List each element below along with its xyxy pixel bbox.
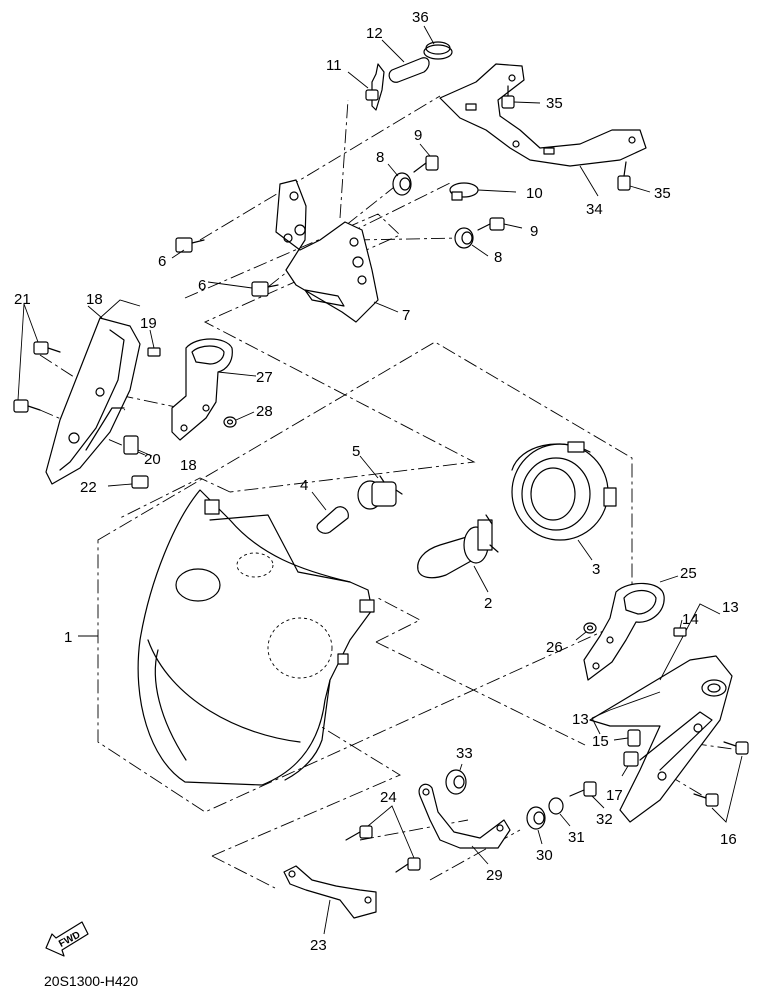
pad-part-20 (123, 435, 153, 457)
callout-10: 10 (526, 185, 543, 202)
callout-12: 12 (366, 25, 383, 42)
side-cover-part-13 (589, 603, 733, 823)
clip-part-22 (107, 475, 149, 489)
callout-14: 14 (682, 611, 699, 628)
callout-18a: 18 (86, 291, 103, 308)
bracket-part-23 (283, 865, 377, 935)
callout-8b: 8 (494, 249, 502, 266)
socket-part-5 (357, 455, 403, 510)
fwd-label: FWD (57, 930, 82, 950)
bolt-part-6 (171, 237, 279, 297)
collar-part-31 (548, 797, 571, 827)
callout-3: 3 (592, 561, 600, 578)
callout-17: 17 (606, 787, 623, 804)
clip-part-17 (621, 751, 639, 777)
callout-29: 29 (486, 867, 503, 884)
bulb-cover-part-3 (511, 441, 617, 561)
callout-1: 1 (64, 629, 72, 646)
pin-part-11 (347, 63, 385, 111)
stay-part-34 (439, 63, 647, 197)
washer-part-28 (223, 411, 255, 428)
fwd-arrow-icon: FWD (45, 921, 89, 957)
damper-part-12 (381, 39, 430, 83)
bolt-part-16 (693, 741, 749, 823)
callout-31: 31 (568, 829, 585, 846)
callout-15: 15 (592, 733, 609, 750)
nut-part-14 (673, 619, 687, 637)
callout-18b: 18 (180, 457, 197, 474)
callout-35a: 35 (546, 95, 563, 112)
callout-30: 30 (536, 847, 553, 864)
callout-6b: 6 (198, 277, 206, 294)
callout-13a: 13 (722, 599, 739, 616)
callout-28: 28 (256, 403, 273, 420)
clip-part-36 (423, 25, 453, 60)
callout-21: 21 (14, 291, 31, 308)
headlight-body-part-1 (137, 489, 375, 786)
callout-13b: 13 (572, 711, 589, 728)
screw-part-24 (345, 805, 421, 873)
callout-26: 26 (546, 639, 563, 656)
callout-34: 34 (586, 201, 603, 218)
bolt-part-35 (501, 85, 651, 193)
nut-part-19 (147, 329, 161, 357)
callout-35b: 35 (654, 185, 671, 202)
bolt-part-9 (413, 143, 523, 231)
callout-25: 25 (680, 565, 697, 582)
diagram-code: 20S1300-H420 (44, 973, 138, 989)
washer-part-26 (575, 622, 597, 641)
clamp-part-10 (449, 182, 517, 201)
callout-2: 2 (484, 595, 492, 612)
callout-24: 24 (380, 789, 397, 806)
callout-16: 16 (720, 831, 737, 848)
callout-22: 22 (80, 479, 97, 496)
bracket-part-29 (418, 783, 511, 865)
grommet-part-8 (387, 163, 489, 257)
callout-9b: 9 (530, 223, 538, 240)
callout-32: 32 (596, 811, 613, 828)
bolt-part-32 (569, 781, 605, 809)
bolt-part-21 (13, 303, 61, 413)
callout-36: 36 (412, 9, 429, 26)
callout-11: 11 (326, 57, 342, 74)
callout-33: 33 (456, 745, 473, 762)
small-bulb-part-4 (311, 491, 349, 534)
side-cover-part-18 (45, 299, 141, 485)
callout-20: 20 (144, 451, 161, 468)
callout-5: 5 (352, 443, 360, 460)
pad-part-15 (613, 729, 641, 747)
callout-6a: 6 (158, 253, 166, 270)
grommet-part-30 (526, 806, 546, 845)
callout-23: 23 (310, 937, 327, 954)
bracket-part-7 (275, 179, 399, 323)
callout-27: 27 (256, 369, 273, 386)
callout-9a: 9 (414, 127, 422, 144)
bracket-part-25 (583, 575, 679, 681)
callout-4: 4 (300, 477, 308, 494)
callout-numbers: 1 2 3 4 5 6 6 7 8 8 9 9 10 11 12 13 13 1… (14, 9, 739, 954)
callout-7: 7 (402, 307, 410, 324)
callout-8a: 8 (376, 149, 384, 166)
callout-19: 19 (140, 315, 157, 332)
grommet-part-33 (445, 763, 467, 795)
bracket-part-27 (171, 338, 257, 441)
bulb-part-2 (417, 514, 499, 593)
